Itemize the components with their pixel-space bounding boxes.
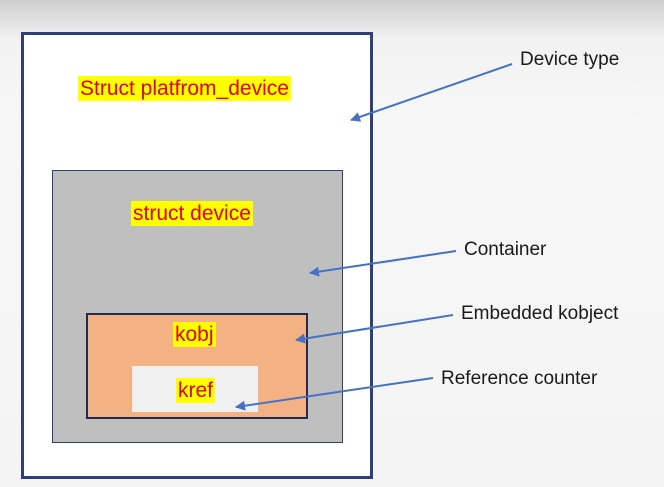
embedded-kobject-arrow	[295, 314, 454, 344]
container-arrow	[309, 250, 457, 277]
reference-counter-annotation: Reference counter	[441, 368, 598, 389]
kobj-label: kobj	[173, 322, 216, 347]
device-type-arrow	[350, 63, 513, 122]
reference-counter-arrow	[235, 377, 434, 411]
device-type-annotation: Device type	[520, 49, 620, 70]
kref-label: kref	[176, 378, 216, 403]
platform-device-label: Struct platfrom_device	[78, 76, 291, 101]
container-annotation: Container	[464, 239, 547, 260]
struct-device-label: struct device	[131, 201, 253, 226]
embedded-kobject-annotation: Embedded kobject	[461, 303, 619, 324]
